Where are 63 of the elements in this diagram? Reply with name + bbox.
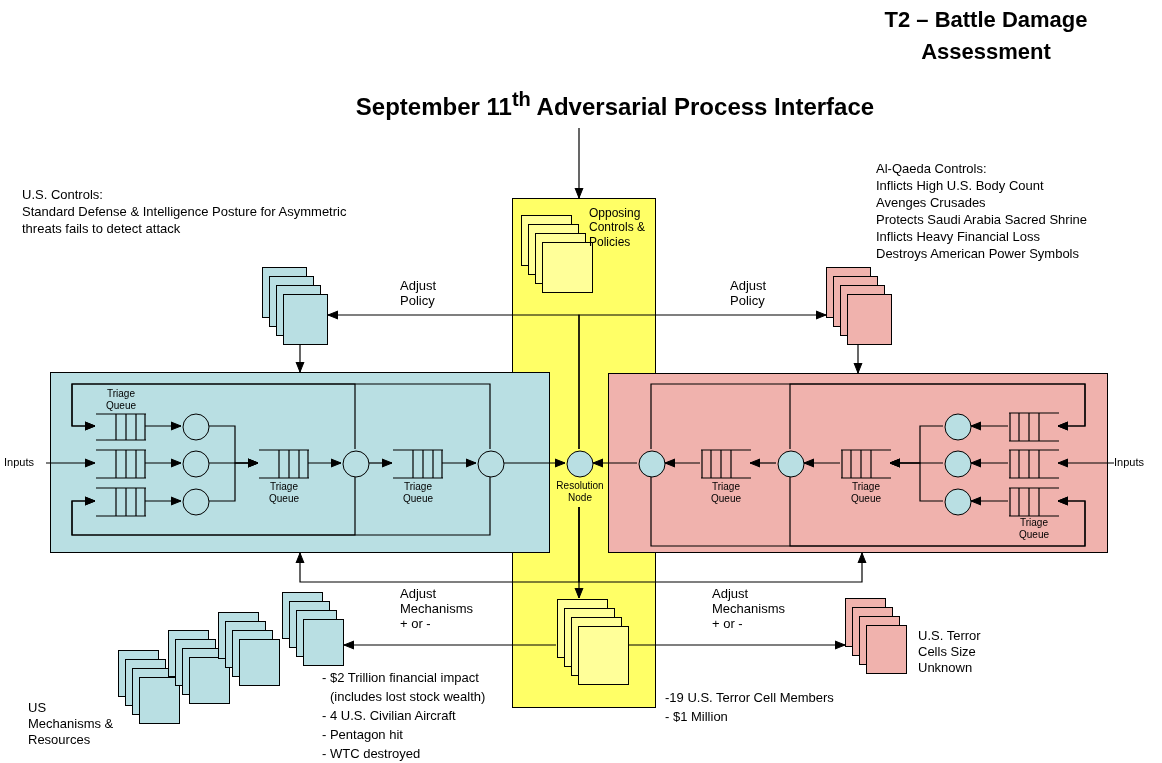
- annotation-text: Inflicts High U.S. Body Count: [876, 177, 1045, 194]
- edge-label: Adjust Policy: [400, 278, 438, 308]
- arrow: [144, 421, 182, 431]
- arrow: [295, 344, 305, 373]
- annotation-text: U.S. Terror Cells Size Unknown: [918, 628, 982, 676]
- process-panel: [50, 372, 550, 553]
- arrow: [592, 458, 638, 468]
- arrow: [889, 458, 944, 502]
- arrow: [970, 496, 1009, 506]
- node-label: Opposing Controls & Policies: [589, 206, 647, 251]
- arrow: [71, 476, 491, 536]
- edge-label: Adjust Mechanisms + or -: [712, 586, 786, 631]
- annotation-text: Standard Defense & Intelligence Posture for Asymmetric threats fails to detect attack: [22, 203, 348, 237]
- note-text: - $2 Trillion financial impact (includes lost stock wealth): [322, 669, 487, 706]
- arrow: [1057, 458, 1115, 468]
- heading: T2 – Battle Damage Assessment: [883, 6, 1089, 66]
- input-label: Inputs: [1114, 456, 1145, 470]
- annotation-text: Destroys American Power Symbols: [876, 245, 1080, 262]
- arrow: [71, 383, 491, 450]
- queue-label: Triage Queue: [268, 481, 300, 505]
- annotation-text: US Mechanisms & Resources: [28, 700, 115, 748]
- arrow: [503, 458, 566, 468]
- annotation-text: Al-Qaeda Controls:: [876, 160, 988, 177]
- queue-label: Triage Queue: [402, 481, 434, 505]
- note-text: - Pentagon hit: [322, 726, 404, 744]
- arrow: [664, 458, 701, 468]
- annotation-text: Inflicts Heavy Financial Loss: [876, 228, 1041, 245]
- node-label: Resolution Node: [555, 480, 605, 505]
- arrow: [441, 458, 477, 468]
- arrow: [627, 640, 846, 650]
- arrow: [307, 458, 342, 468]
- arrow: [574, 127, 584, 199]
- arrow: [970, 458, 1009, 468]
- annotation-text: Protects Saudi Arabia Sacred Shrine: [876, 211, 1088, 228]
- arrow: [970, 421, 1009, 431]
- arrow: [368, 458, 393, 468]
- queue-label: Triage Queue: [105, 388, 137, 412]
- process-panel: [608, 373, 1108, 553]
- note-text: - 4 U.S. Civilian Aircraft: [322, 707, 457, 725]
- queue-label: Triage Queue: [710, 481, 742, 505]
- note-text: -19 U.S. Terror Cell Members: [665, 689, 835, 707]
- arrow: [144, 458, 182, 468]
- diagram-title: September 11$^{th}$ Adversarial Process Interface: [354, 88, 876, 121]
- note-text: - $1 Million: [665, 708, 729, 726]
- note-text: - WTC destroyed: [322, 745, 422, 763]
- input-label: Inputs: [4, 456, 35, 470]
- arrow: [45, 458, 96, 468]
- arrow: [574, 506, 584, 599]
- edge-label: Adjust Policy: [730, 278, 768, 308]
- queue-label: Triage Queue: [1018, 517, 1050, 541]
- arrow: [343, 640, 557, 650]
- annotation-text: Avenges Crusades: [876, 194, 987, 211]
- arrow: [650, 476, 1086, 547]
- queue-label: Triage Queue: [850, 481, 882, 505]
- arrow: [144, 496, 182, 506]
- arrow: [578, 310, 827, 450]
- arrow: [803, 458, 841, 468]
- arrow: [208, 458, 259, 502]
- arrow: [650, 383, 1086, 450]
- annotation-text: U.S. Controls:: [22, 186, 104, 203]
- edge-label: Adjust Mechanisms + or -: [400, 586, 474, 631]
- arrow: [749, 458, 777, 468]
- arrow: [853, 344, 863, 374]
